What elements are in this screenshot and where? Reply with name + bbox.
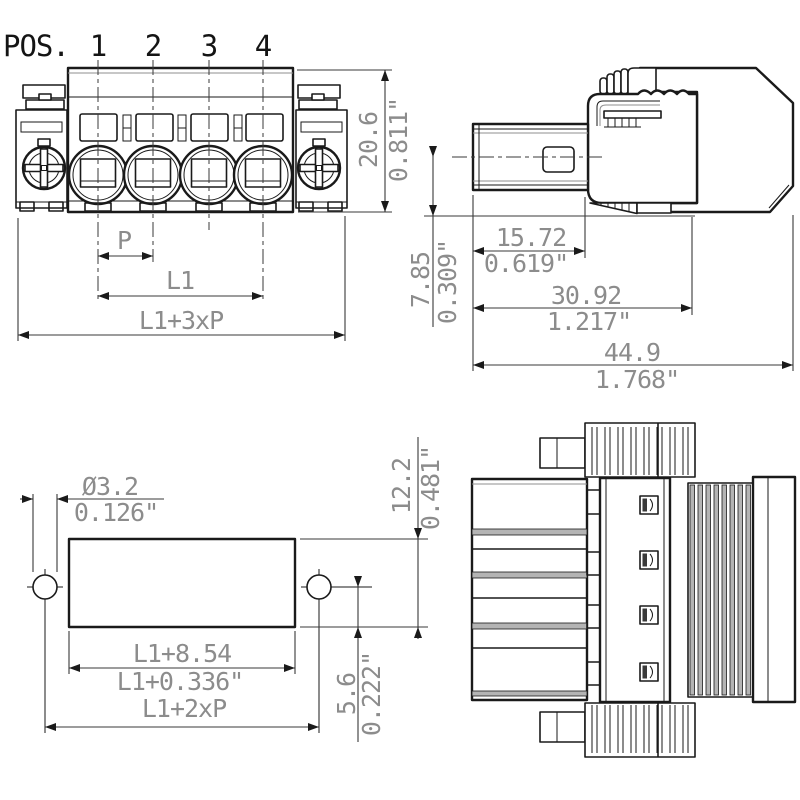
footprint-outline — [67, 537, 297, 629]
dim-edge-in: 0.222" — [357, 652, 386, 736]
contact-window-2 — [639, 550, 659, 570]
footprint-dimensions: Ø3.2 0.126" L1+8.54 L1+0.336" L1+2xP 5.6… — [20, 437, 445, 742]
dim-length-in: L1+0.336" — [117, 667, 243, 696]
dim-height-in: 0.811" — [384, 98, 413, 182]
test-window-2 — [135, 113, 174, 142]
front-housing — [586, 89, 699, 205]
front-view: POS. 1 2 3 4 — [3, 29, 413, 341]
plug-end-block — [470, 477, 589, 702]
contact-window-1 — [639, 495, 659, 515]
dim-hole-in: 0.126" — [74, 498, 158, 527]
dim-body-in: 1.217" — [547, 307, 631, 336]
flange-screw-left — [21, 145, 67, 191]
pos-number-3: 3 — [201, 29, 217, 63]
dim-edge-mm: 5.6 — [332, 673, 361, 715]
dim-length-mm: L1+8.54 — [133, 639, 231, 668]
side-dimensions: 7.85 0.309" 15.72 0.619" 30.92 1.217" 44… — [406, 146, 794, 394]
dim-total-width: L1+3xP — [139, 306, 223, 335]
dim-depth-in: 0.481" — [416, 446, 445, 530]
pole-centerlines — [97, 60, 264, 303]
contact-window-3 — [639, 605, 659, 625]
front-dimensions: 20.6 0.811" P L1 L1+3xP — [17, 69, 413, 341]
contact-window-4 — [639, 662, 659, 682]
mounting-hole-left — [27, 569, 63, 733]
dim-pitch: P — [117, 226, 131, 255]
dim-axis-in: 0.309" — [433, 240, 462, 324]
end-cap — [751, 475, 797, 704]
mounting-hole-right — [301, 569, 372, 733]
grip-ribs-bottom — [589, 202, 672, 215]
mounting-flange-right — [295, 84, 348, 212]
dim-plug-mm: 15.72 — [496, 223, 566, 252]
housing-top-column — [598, 476, 672, 704]
pos-row: POS. 1 2 3 4 — [3, 29, 273, 63]
footprint-view: Ø3.2 0.126" L1+8.54 L1+0.336" L1+2xP 5.6… — [20, 437, 445, 742]
side-view: 7.85 0.309" 15.72 0.619" 30.92 1.217" 44… — [406, 66, 795, 394]
barrel-latch — [542, 146, 575, 173]
latch-detail — [596, 100, 662, 128]
dim-plug-in: 0.619" — [484, 249, 568, 278]
dim-body-mm: 30.92 — [551, 281, 621, 310]
dim-overall-in: 1.768" — [595, 365, 679, 394]
grip-stripe-area — [687, 482, 754, 698]
test-window-4 — [245, 113, 284, 142]
flange-screw-right — [296, 145, 342, 191]
pos-number-1: 1 — [90, 29, 106, 63]
dim-hole-pitch: L1+2xP — [142, 694, 226, 723]
dim-l1: L1 — [166, 266, 194, 295]
dim-axis-mm: 7.85 — [406, 252, 435, 308]
flange-block-bottom — [539, 702, 696, 758]
top-view — [470, 422, 797, 758]
terminal-housing-front — [66, 66, 295, 214]
dim-overall-mm: 44.9 — [604, 338, 660, 367]
dim-hole-mm: Ø3.2 — [82, 472, 138, 501]
pos-number-2: 2 — [145, 29, 161, 63]
pos-number-4: 4 — [255, 29, 272, 63]
dim-depth-mm: 12.2 — [387, 458, 416, 514]
dim-height-mm: 20.6 — [354, 112, 383, 168]
mounting-flange-left — [15, 84, 68, 212]
pos-label: POS. — [3, 29, 69, 63]
